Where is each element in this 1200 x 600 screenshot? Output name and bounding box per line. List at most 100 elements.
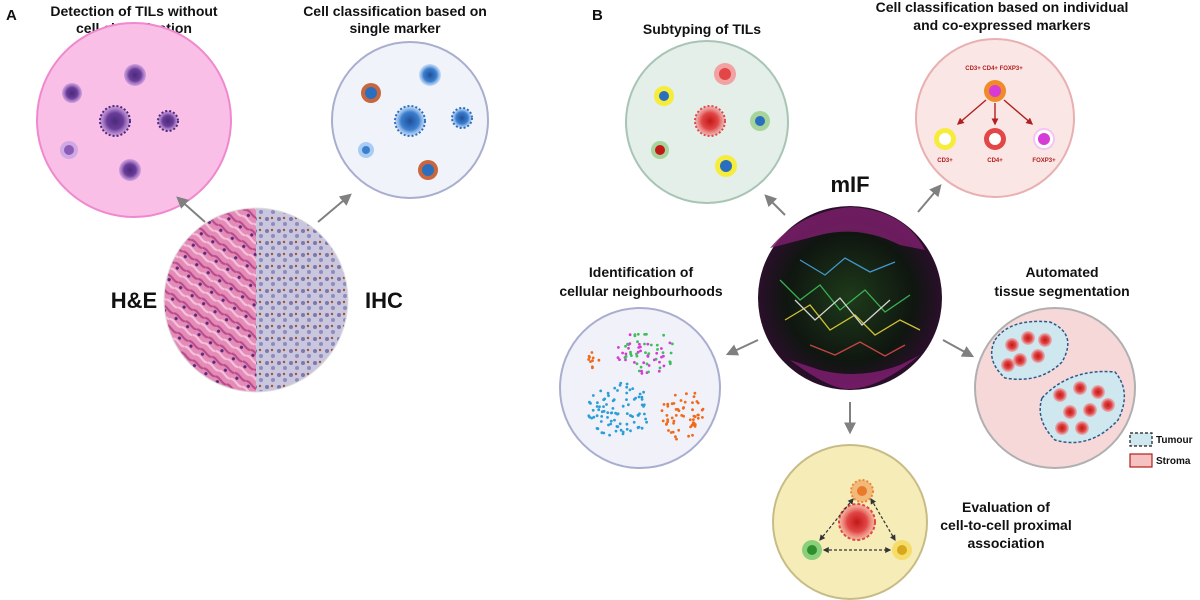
neighbourhood-cell-dot (667, 429, 670, 432)
neighbourhood-cell-dot (612, 398, 616, 402)
neighbourhood-cell-dot (613, 418, 616, 422)
classification-circle (331, 41, 489, 199)
neighbourhood-cell-dot (628, 414, 632, 417)
neighbourhood-cell-dot (614, 429, 618, 433)
classification-title-line1: Cell classification based on (303, 3, 487, 19)
tumour-cell (1055, 421, 1069, 435)
neighbourhood-cell-dot (665, 414, 669, 417)
neighbourhood-cell-dot (624, 355, 628, 358)
neighbourhood-cell-dot (629, 352, 633, 356)
neighbourhood-cell-dot (621, 351, 624, 355)
neighbourhood-cell-dot (692, 418, 695, 421)
neighbourhood-cell-dot (598, 405, 601, 409)
green-cell (755, 116, 765, 126)
neighbourhood-cell-dot (609, 422, 613, 426)
tumour-cell (1073, 381, 1087, 395)
neighbourhood-cell-dot (637, 369, 641, 373)
segmentation-title-line2: tissue segmentation (994, 283, 1129, 299)
legend-stroma-label: Stroma (1156, 456, 1191, 467)
neighbourhood-cell-dot (625, 385, 629, 389)
foxp3-label: FOXP3+ (1032, 158, 1056, 164)
neighbourhood-cell-dot (692, 414, 696, 418)
neighbourhood-cell-dot (600, 415, 604, 418)
neighbourhood-cell-dot (644, 417, 647, 421)
neighbourhood-cell-dot (655, 343, 659, 347)
neighbourhood-cell-dot (646, 342, 650, 346)
neighbourhood-cell-dot (591, 365, 594, 369)
neighbourhood-cell-dot (600, 431, 604, 435)
neighbourhood-cell-dot (682, 406, 685, 409)
neighbourhood-cell-dot (655, 351, 659, 355)
proximal-circle (772, 444, 928, 600)
coexpressed-title-line2: and co-expressed markers (913, 17, 1091, 33)
neighbourhood-cell-dot (683, 400, 687, 404)
tumour-cell (1101, 398, 1115, 412)
neighbourhood-cell-dot (644, 351, 647, 354)
neighbourhood-cell-dot (587, 354, 591, 358)
til-cell (124, 64, 146, 86)
neighbourhood-cell-dot (679, 399, 683, 402)
he-ihc-tissue-image (164, 208, 348, 392)
neighbourhood-cell-dot (666, 418, 670, 421)
neighbourhood-cell-dot (599, 389, 603, 393)
mif-image (758, 206, 942, 390)
neighbourhood-cell-dot (616, 356, 620, 359)
neighbourhood-cell-dot (621, 404, 625, 408)
tumour-cell (1038, 333, 1052, 347)
arrow-to-coexpressed (917, 184, 942, 213)
legend-stroma-swatch (1129, 453, 1153, 468)
til-cell (119, 159, 141, 181)
ihc-label: IHC (365, 288, 403, 313)
neighbourhood-cell-dot (619, 381, 623, 385)
neighbourhood-cell-dot (660, 409, 664, 412)
neighbourhood-cell-dot (606, 411, 610, 414)
neighbourhoods-title-line2: cellular neighbourhoods (559, 283, 723, 299)
red-cell (694, 105, 726, 137)
neighbourhood-cell-dot (645, 362, 649, 366)
panel-letter-b: B (592, 7, 603, 24)
neighbourhood-cell-dot (628, 333, 632, 337)
neighbourhood-cell-dot (590, 416, 594, 420)
panel-letter-a: A (6, 7, 17, 24)
neighbourhood-cell-dot (660, 347, 663, 350)
detection-title-line1: Detection of TILs without (50, 3, 218, 19)
panel-b: Subtyping of TILs Cell classification ba… (559, 0, 1193, 600)
legend-tumour-swatch (1129, 432, 1153, 447)
neighbourhood-cell-dot (591, 408, 595, 412)
cell-nucleus (422, 164, 434, 176)
neighbourhood-cell-dot (661, 419, 665, 423)
neighbourhood-cell-dot (671, 342, 674, 346)
til-cell (99, 105, 131, 137)
tumour-cell (1083, 403, 1097, 417)
neighbourhood-cell-dot (626, 342, 629, 346)
neighbourhood-cell-dot (640, 369, 643, 373)
arrow-to-subtyping (764, 194, 786, 216)
neighbourhood-cell-dot (603, 397, 607, 401)
neighbourhood-cell-dot (606, 391, 610, 395)
neighbourhood-cell-dot (629, 429, 632, 433)
neighbourhood-cell-dot (691, 433, 694, 437)
neighbourhood-cell-dot (657, 369, 661, 373)
he-tissue (164, 208, 256, 392)
tumour-cell (1001, 358, 1015, 372)
neighbourhood-cell-dot (625, 427, 629, 431)
tumour-cell (1063, 405, 1077, 419)
neighbourhood-cell-dot (658, 366, 662, 370)
neighbourhood-cell-dot (661, 351, 665, 354)
neighbourhood-cell-dot (591, 356, 595, 360)
neighbourhood-cell-dot (696, 401, 700, 405)
neighbourhood-cell-dot (607, 394, 610, 398)
neighbourhood-cell-dot (596, 427, 600, 431)
neighbourhood-cell-dot (662, 403, 666, 406)
panel-a: Detection of TILs without cell classific… (36, 3, 489, 393)
legend-tumour-label: Tumour (1156, 435, 1193, 446)
neighbourhood-cell-dot (599, 420, 603, 423)
neighbourhood-cell-dot (615, 425, 619, 428)
neighbourhood-cell-dot (666, 404, 670, 408)
neighbourhood-cell-dot (643, 342, 646, 346)
proximal-title-line1: Evaluation of (962, 499, 1050, 515)
neighbourhood-cell-dot (674, 435, 677, 439)
neighbourhood-cell-dot (591, 359, 594, 363)
neighbourhood-cell-dot (677, 428, 681, 432)
neighbourhood-cell-dot (656, 348, 659, 351)
